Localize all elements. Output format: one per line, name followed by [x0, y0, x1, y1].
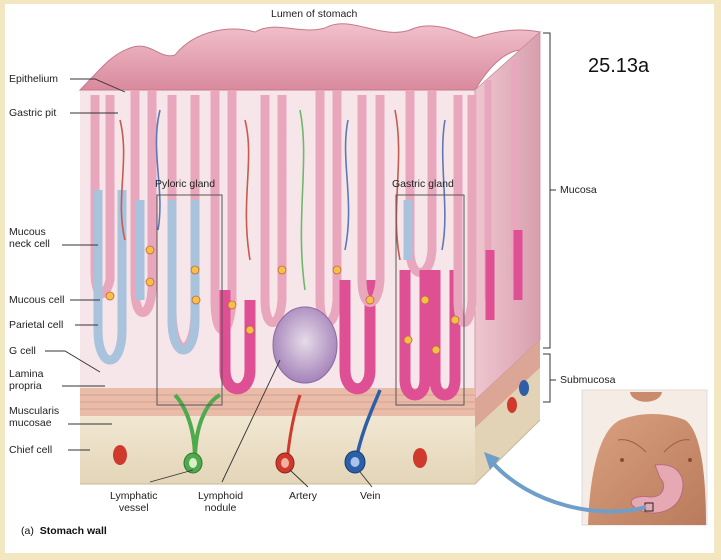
gastric-gland-box — [395, 194, 465, 406]
mucosa-bracket — [543, 32, 556, 349]
label-lumen: Lumen of stomach — [271, 8, 358, 20]
stomach-icon — [630, 464, 684, 514]
muscularis-side — [475, 340, 540, 428]
label-mucous-neck-cell: Mucous neck cell — [9, 226, 50, 250]
label-muscularis-mucosae: Muscularis mucosae — [9, 405, 60, 429]
caption-panel: (a) — [21, 525, 34, 537]
label-gastric-gland: Gastric gland — [392, 178, 454, 190]
label-epithelium: Epithelium — [9, 73, 59, 85]
label-gastric-pit: Gastric pit — [9, 107, 57, 119]
torso-inset — [581, 389, 708, 526]
submucosa-region — [80, 416, 475, 484]
label-mucous-cell: Mucous cell — [9, 294, 65, 306]
leader-lines — [45, 78, 373, 488]
submucosa-vessels — [113, 380, 529, 474]
label-pyloric-gland: Pyloric gland — [155, 178, 216, 190]
label-parietal-cell: Parietal cell — [9, 319, 64, 331]
pointer-arrow — [490, 460, 647, 514]
label-mucosa: Mucosa — [560, 184, 597, 196]
lumen-surface — [78, 23, 542, 91]
pyloric-gland-box — [156, 194, 223, 406]
label-submucosa: Submucosa — [560, 374, 616, 386]
caption-title: Stomach wall — [39, 525, 107, 537]
submucosa-bracket — [543, 353, 556, 403]
label-g-cell: G cell — [9, 345, 36, 357]
label-lamina-propria: Lamina propria — [9, 368, 44, 392]
label-lymphatic-vessel: Lymphatic vessel — [110, 490, 158, 514]
label-lymphoid-nodule: Lymphoid nodule — [198, 490, 244, 514]
capillaries — [119, 109, 446, 291]
label-artery: Artery — [289, 490, 318, 502]
label-vein: Vein — [360, 490, 381, 502]
figure-number: 25.13a — [588, 55, 650, 77]
label-chief-cell: Chief cell — [9, 444, 53, 456]
lymphoid-nodule — [272, 306, 338, 384]
arrow-head-icon — [484, 452, 500, 470]
figure-caption: (a) Stomach wall — [21, 525, 107, 537]
